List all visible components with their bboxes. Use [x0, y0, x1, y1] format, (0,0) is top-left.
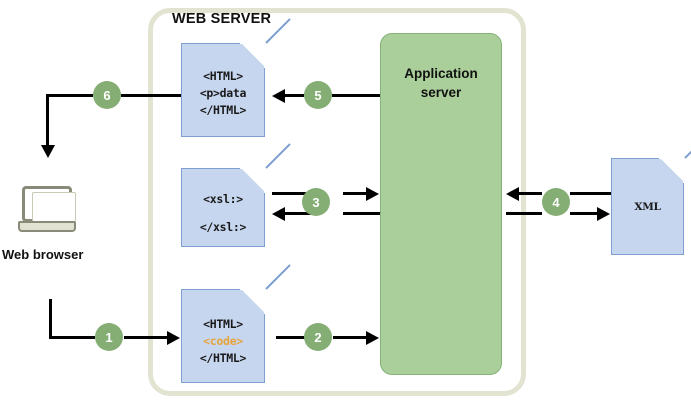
document-html-input-text: <HTML> <code> </HTML> [182, 316, 264, 367]
document-fold-icon [660, 158, 684, 182]
step-circle-4[interactable]: 4 [542, 188, 570, 216]
application-server-label: Application server [381, 64, 501, 102]
arrow-4-upper-segment-left [519, 192, 542, 195]
document-xml-label: XML [634, 201, 661, 213]
application-server-node[interactable]: Application server [380, 33, 502, 375]
doc-line-1: <HTML> [203, 317, 243, 331]
arrow-4-upper-segment-right [570, 192, 611, 195]
arrow-4-lower-segment-right [570, 212, 598, 215]
arrow-1-segment-left [49, 336, 95, 339]
arrow-4-lower-head-icon [597, 206, 610, 221]
arrow-6-segment-left [46, 94, 93, 97]
doc-line-3: </HTML> [199, 103, 247, 117]
step-circle-1[interactable]: 1 [95, 323, 123, 351]
arrow-1-segment-up [49, 299, 52, 339]
document-xml[interactable]: XML [611, 133, 691, 255]
document-xsl-line-1: <xsl:> [203, 192, 243, 206]
laptop-screen-icon [32, 192, 76, 222]
web-browser-label: Web browser [2, 247, 84, 262]
doc-line-1: <HTML> [203, 69, 243, 83]
arrow-5-segment-right [332, 94, 380, 97]
arrow-5-segment-left [285, 94, 304, 97]
application-server-label-line2: server [420, 85, 462, 100]
step-circle-5[interactable]: 5 [304, 81, 332, 109]
doc-line-2: <p>data [199, 86, 247, 100]
arrow-2-segment-left [276, 336, 305, 339]
arrow-3-upper-segment-left [272, 192, 315, 195]
arrow-5-head-icon [272, 88, 285, 103]
document-html-output-text: <HTML> <p>data </HTML> [182, 68, 264, 119]
step-circle-2[interactable]: 2 [304, 323, 332, 351]
arrow-2-segment-right [333, 336, 367, 339]
document-fold-icon [241, 289, 265, 313]
document-fold-icon [241, 168, 265, 192]
arrow-3-lower-segment-left [285, 212, 315, 215]
arrow-3-upper-head-icon [366, 186, 379, 201]
laptop-base-icon [18, 221, 76, 232]
arrow-3-lower-segment-right [343, 212, 380, 215]
doc-line-2-code: <code> [203, 334, 243, 348]
arrow-2-head-icon [366, 330, 379, 345]
document-html-output[interactable]: <HTML> <p>data </HTML> [181, 18, 291, 137]
arrow-1-segment-right [124, 336, 168, 339]
laptop-lid-icon [22, 186, 76, 222]
web-server-boundary [148, 8, 526, 396]
arrow-6-head-icon [40, 145, 55, 158]
document-fold-edge-icon [684, 133, 691, 159]
arrow-4-lower-segment-left [506, 212, 542, 215]
application-server-label-line1: Application [404, 66, 478, 81]
arrow-4-upper-head-icon [506, 186, 519, 201]
step-circle-6[interactable]: 6 [93, 81, 121, 109]
arrow-3-lower-head-icon [272, 206, 285, 221]
arrow-3-upper-segment-right [343, 192, 367, 195]
document-xsl-line-2: </xsl:> [199, 220, 247, 234]
arrow-1-head-icon [167, 330, 180, 345]
document-html-input[interactable]: <HTML> <code> </HTML> [181, 264, 291, 383]
web-server-label: WEB SERVER [172, 11, 272, 27]
document-fold-icon [241, 43, 265, 67]
laptop-icon [18, 186, 76, 233]
doc-line-3: </HTML> [199, 351, 247, 365]
step-circle-3[interactable]: 3 [302, 188, 330, 216]
arrow-6-segment-right [121, 94, 181, 97]
document-xsl[interactable]: <xsl:> </xsl:> [181, 143, 291, 247]
arrow-6-segment-down [46, 94, 49, 148]
